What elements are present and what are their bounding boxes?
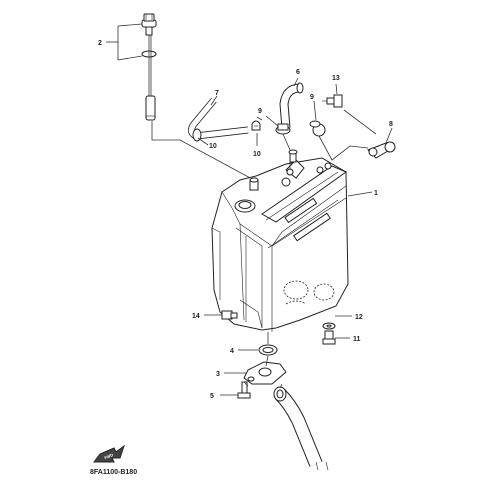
part-bolt-11	[322, 330, 336, 345]
front-mark-label: FWD	[104, 452, 114, 460]
part-washer-12	[322, 322, 336, 330]
callout-2: 2	[98, 40, 102, 47]
part-clamp-9-left	[275, 123, 291, 135]
part-breather-hose-6	[279, 82, 304, 129]
part-fuel-gauge	[141, 13, 157, 121]
callout-2-leader	[106, 23, 143, 61]
callout-5: 5	[210, 393, 214, 400]
part-bolt-13	[322, 94, 343, 108]
callout-7: 7	[215, 90, 219, 97]
callout-4: 4	[230, 348, 234, 355]
part-clamp-9-right	[309, 120, 326, 137]
callout-8: 8	[389, 121, 393, 128]
callout-9-left: 9	[258, 108, 262, 115]
callout-3: 3	[216, 371, 220, 378]
callout-10-left: 10	[209, 143, 217, 150]
front-arrow-icon: FWD	[93, 444, 125, 463]
callout-12: 12	[355, 314, 363, 321]
part-fitting-8	[367, 141, 396, 159]
callout-14: 14	[192, 313, 200, 320]
part-oring-4	[258, 344, 278, 356]
part-fuel-tank	[211, 149, 349, 332]
callout-13: 13	[332, 75, 340, 82]
diagram-code: 8FA1100-B180	[90, 469, 137, 476]
callout-1: 1	[374, 190, 378, 197]
callout-9-right: 9	[310, 94, 314, 101]
callout-11: 11	[353, 336, 361, 343]
callout-6: 6	[296, 69, 300, 76]
part-hose-7	[187, 97, 249, 142]
part-flange-3	[243, 361, 287, 385]
callout-10-right: 10	[253, 151, 261, 158]
part-screw-5	[237, 381, 251, 399]
part-clamp-10-right	[251, 120, 261, 131]
part-outlet-hose	[273, 386, 323, 467]
vent-leader	[318, 135, 369, 161]
